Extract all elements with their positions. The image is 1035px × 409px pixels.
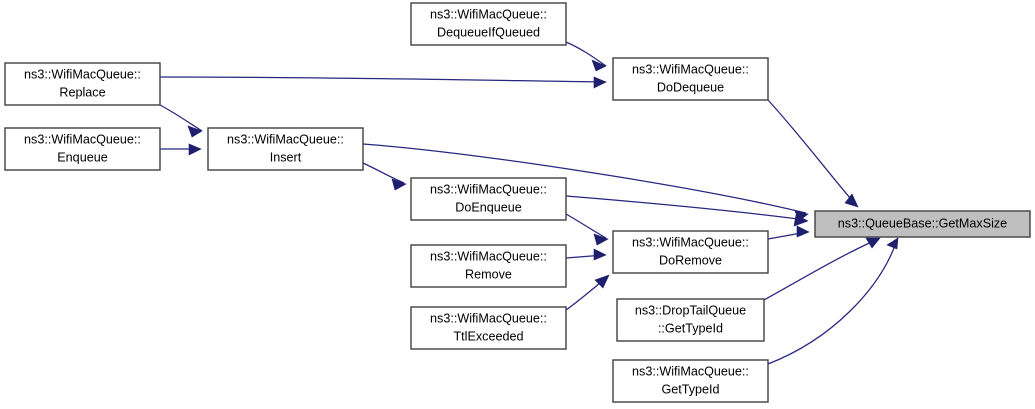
node-rect[interactable] — [814, 210, 1031, 238]
edge-line — [565, 213, 607, 239]
call-edge-ttl_exceeded-to-do_remove — [565, 274, 610, 311]
graph-node-ttl_exceeded[interactable]: ns3::WifiMacQueue::TtlExceeded — [410, 306, 567, 350]
graph-node-do_remove[interactable]: ns3::WifiMacQueue::DoRemove — [612, 230, 769, 274]
node-rect[interactable] — [410, 2, 567, 46]
node-label-line2: DoDequeue — [657, 80, 724, 94]
node-rect[interactable] — [410, 306, 567, 350]
edge-line — [767, 239, 898, 365]
edge-line — [362, 162, 405, 184]
node-label-line2: Remove — [465, 267, 512, 281]
node-label-line1: ns3::WifiMacQueue:: — [632, 235, 749, 249]
node-label-line1: ns3::WifiMacQueue:: — [430, 7, 547, 21]
graph-node-enqueue[interactable]: ns3::WifiMacQueue::Enqueue — [4, 127, 161, 171]
edge-line — [565, 41, 607, 67]
graph-node-do_enqueue[interactable]: ns3::WifiMacQueue::DoEnqueue — [410, 177, 567, 221]
call-edge-wifi_gettypeid-to-get_max_size — [767, 237, 899, 365]
call-edge-droptail_gettypeid-to-get_max_size — [763, 237, 881, 301]
edge-line — [565, 195, 807, 221]
graph-node-droptail_gettypeid[interactable]: ns3::DropTailQueue::GetTypeId — [616, 298, 765, 342]
node-label-line1: ns3::WifiMacQueue:: — [632, 364, 749, 378]
arrowhead-icon — [391, 178, 407, 191]
graph-node-dequeue_if_queued[interactable]: ns3::WifiMacQueue::DequeueIfQueued — [410, 2, 567, 46]
graph-node-wifi_gettypeid[interactable]: ns3::WifiMacQueue::GetTypeId — [612, 359, 769, 403]
edge-line — [159, 76, 607, 83]
call-edge-enqueue-to-insert — [160, 143, 202, 156]
call-edge-insert-to-do_enqueue — [362, 162, 407, 191]
arrowhead-icon — [886, 237, 899, 250]
node-rect[interactable] — [616, 298, 765, 342]
call-edge-replace-to-do_dequeue — [159, 76, 607, 89]
node-label-line2: DequeueIfQueued — [437, 25, 540, 39]
edge-line — [362, 143, 807, 214]
node-rect[interactable] — [612, 230, 769, 274]
node-layer: ns3::WifiMacQueue::DequeueIfQueuedns3::W… — [4, 2, 1031, 403]
arrowhead-icon — [844, 193, 859, 208]
graph-node-get_max_size[interactable]: ns3::QueueBase::GetMaxSize — [814, 210, 1031, 238]
call-edge-remove-to-do_remove — [565, 248, 607, 261]
arrowhead-icon — [593, 233, 609, 246]
node-label-line1: ns3::WifiMacQueue:: — [430, 311, 547, 325]
call-edge-do_dequeue-to-get_max_size — [767, 99, 859, 208]
node-rect[interactable] — [207, 127, 364, 171]
arrowhead-icon — [796, 225, 810, 238]
call-edge-do_remove-to-get_max_size — [767, 225, 810, 240]
arrowhead-icon — [188, 143, 202, 156]
arrowhead-icon — [594, 274, 610, 289]
graph-node-replace[interactable]: ns3::WifiMacQueue::Replace — [4, 62, 161, 106]
node-rect[interactable] — [4, 127, 161, 171]
edge-line — [159, 104, 203, 132]
node-label-line1: ns3::WifiMacQueue:: — [430, 182, 547, 196]
node-rect[interactable] — [410, 177, 567, 221]
edge-line — [763, 238, 879, 301]
node-rect[interactable] — [612, 57, 769, 101]
call-edge-dequeue_if_queued-to-do_dequeue — [565, 41, 607, 72]
node-rect[interactable] — [612, 359, 769, 403]
node-rect[interactable] — [410, 244, 567, 288]
call-edge-do_enqueue-to-do_remove — [565, 213, 609, 246]
node-label-line1: ns3::WifiMacQueue:: — [632, 62, 749, 76]
node-label-line1: ns3::WifiMacQueue:: — [24, 67, 141, 81]
node-label-line2: Insert — [270, 150, 302, 164]
edge-line — [767, 99, 857, 206]
graph-node-remove[interactable]: ns3::WifiMacQueue::Remove — [410, 244, 567, 288]
node-label-line2: TtlExceeded — [453, 329, 523, 343]
call-edge-do_enqueue-to-get_max_size — [565, 195, 809, 227]
node-label-line2: DoRemove — [659, 253, 722, 267]
node-label-line1: ns3::DropTailQueue — [635, 303, 746, 317]
arrowhead-icon — [793, 214, 809, 227]
node-label-line2: Replace — [59, 85, 105, 99]
arrowhead-icon — [591, 59, 607, 72]
arrowhead-icon — [865, 237, 881, 249]
arrowhead-icon — [593, 248, 607, 261]
node-label-line1: ns3::WifiMacQueue:: — [430, 249, 547, 263]
node-label-line2: DoEnqueue — [455, 200, 522, 214]
node-label-line1: ns3::WifiMacQueue:: — [24, 132, 141, 146]
edge-layer — [159, 41, 899, 365]
node-rect[interactable] — [4, 62, 161, 106]
arrowhead-icon — [593, 76, 607, 89]
node-label-line2: GetTypeId — [661, 382, 719, 396]
call-edge-replace-to-insert — [159, 104, 203, 138]
node-label-line2: Enqueue — [57, 150, 107, 164]
arrowhead-icon — [187, 125, 203, 138]
node-label-line1: ns3::WifiMacQueue:: — [227, 132, 344, 146]
graph-node-do_dequeue[interactable]: ns3::WifiMacQueue::DoDequeue — [612, 57, 769, 101]
graph-node-insert[interactable]: ns3::WifiMacQueue::Insert — [207, 127, 364, 171]
node-label-line1: ns3::QueueBase::GetMaxSize — [838, 216, 1007, 230]
node-label-line2: ::GetTypeId — [658, 321, 723, 335]
